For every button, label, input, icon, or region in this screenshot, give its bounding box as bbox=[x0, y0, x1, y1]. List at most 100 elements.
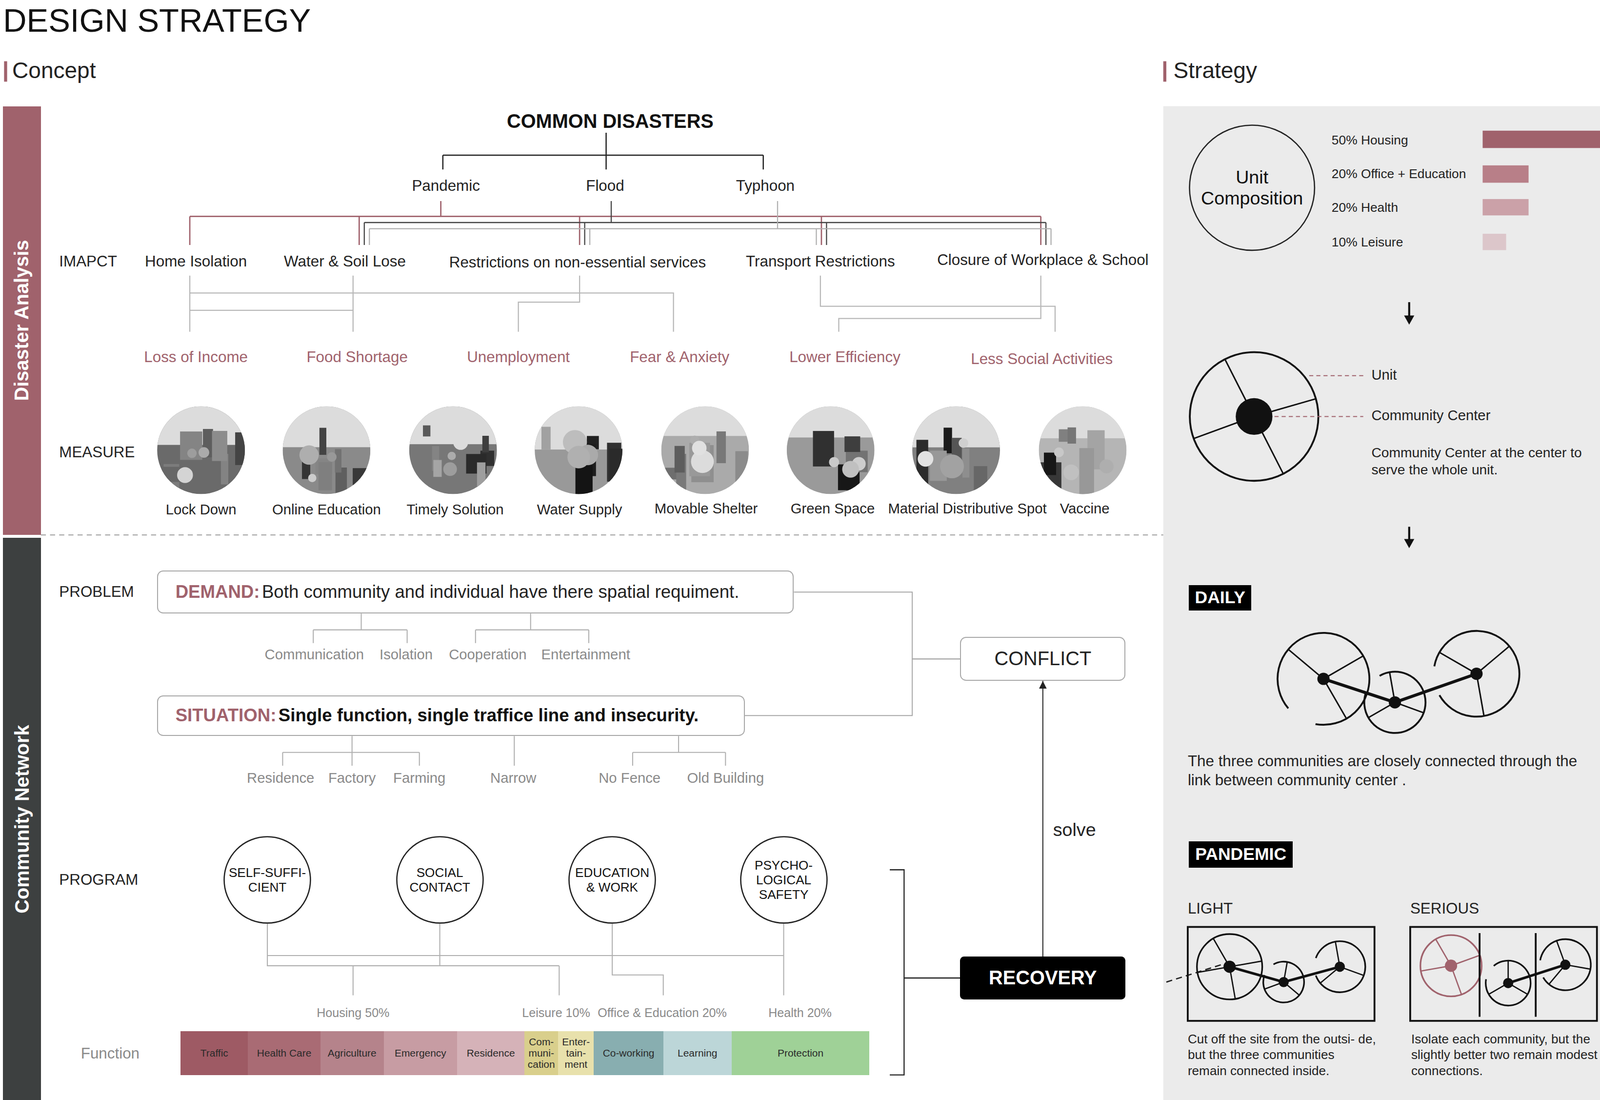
label-slot: Material Distributive Spot bbox=[887, 500, 1047, 517]
leader-line bbox=[1408, 301, 1411, 317]
label-slot: Flood bbox=[585, 177, 624, 195]
label-slot: PROBLEM bbox=[59, 582, 134, 601]
label-slot: DESIGN STRATEGY bbox=[2, 2, 311, 39]
function-segment: Residence bbox=[457, 1030, 525, 1075]
node-text: Unit Composition bbox=[1195, 166, 1310, 210]
node-text: Protection bbox=[777, 1046, 824, 1059]
share-label: Office & Education 20% bbox=[597, 1005, 727, 1020]
measure-caption: Movable Shelter bbox=[654, 500, 758, 517]
label-slot: Isolate each community, but the slightly… bbox=[1411, 1030, 1599, 1079]
label-slot: Isolation bbox=[379, 645, 433, 663]
node-text: RECOVERY bbox=[988, 966, 1098, 989]
label-slot: SERIOUS bbox=[1410, 899, 1480, 918]
program-circle: SOCIAL CONTACT bbox=[396, 835, 484, 924]
impact-label: Closure of Workplace & School bbox=[937, 251, 1149, 269]
label-slot: Water Supply bbox=[537, 500, 623, 518]
node-text: Both community and individual have there… bbox=[261, 581, 740, 602]
demand-item: Entertainment bbox=[541, 645, 631, 663]
row-label: Function bbox=[80, 1044, 140, 1062]
impact-label: Restrictions on non-essential services bbox=[449, 253, 706, 272]
function-segment: Agriculture bbox=[320, 1030, 384, 1075]
demand-item: Cooperation bbox=[448, 645, 527, 663]
tree-root: COMMON DISASTERS bbox=[506, 110, 714, 133]
measure-caption: Green Space bbox=[790, 500, 875, 517]
leader-line bbox=[267, 923, 784, 995]
measure-photo bbox=[409, 406, 498, 495]
share-label: 20% Office + Education bbox=[1331, 165, 1467, 181]
label-slot: Less Social Activities bbox=[970, 350, 1113, 368]
effect-label: Food Shortage bbox=[306, 348, 408, 366]
label-slot: 10% Leisure bbox=[1331, 234, 1403, 250]
arrow-head bbox=[1403, 315, 1415, 325]
note: Cut off the site from the outsi- de, but… bbox=[1187, 1030, 1377, 1079]
function-segment: Protection bbox=[731, 1030, 870, 1075]
function-segment: Emergency bbox=[383, 1030, 458, 1075]
node-text: DAILY bbox=[1195, 587, 1246, 607]
impact-label: Transport Restrictions bbox=[745, 252, 896, 270]
section-band: Disaster Analysis bbox=[2, 106, 41, 536]
community-wheel bbox=[1420, 934, 1482, 997]
node-text: Co-working bbox=[602, 1046, 655, 1059]
label-slot: PROGRAM bbox=[59, 870, 139, 889]
measure-photo bbox=[157, 406, 249, 495]
scenario-frame bbox=[1187, 926, 1375, 1020]
label-slot: Online Education bbox=[272, 500, 381, 518]
scenario-label: LIGHT bbox=[1187, 899, 1233, 918]
demand-item: Isolation bbox=[379, 645, 433, 663]
label-slot: Food Shortage bbox=[306, 348, 408, 366]
node-text: DEMAND: bbox=[175, 581, 260, 602]
label-slot: Communication bbox=[264, 645, 364, 663]
node-text: Community Network bbox=[10, 724, 33, 914]
leader-line bbox=[1166, 963, 1225, 982]
effect-label: Lower Efficiency bbox=[789, 348, 901, 366]
label-slot: IMAPCT bbox=[59, 252, 117, 270]
function-segment: Com- muni- cation bbox=[524, 1030, 559, 1075]
label-slot: 20% Office + Education bbox=[1331, 165, 1467, 181]
label-slot: Office & Education 20% bbox=[597, 1005, 727, 1020]
community-wheel bbox=[1434, 630, 1520, 717]
leader-line bbox=[40, 534, 1164, 536]
row-label: PROGRAM bbox=[59, 870, 139, 889]
connector bbox=[744, 658, 960, 716]
node-text: Enter- tain- ment bbox=[559, 1035, 593, 1070]
label-slot: LIGHT bbox=[1187, 899, 1233, 918]
label-slot: Fear & Anxiety bbox=[629, 348, 730, 366]
program-circle: EDUCATION & WORK bbox=[568, 835, 657, 924]
label-slot: Farming bbox=[393, 769, 446, 786]
label-slot: Restrictions on non-essential services bbox=[449, 253, 706, 272]
leader-line bbox=[282, 735, 726, 766]
label-slot: MEASURE bbox=[59, 443, 135, 461]
label-slot: The three communities are closely connec… bbox=[1187, 751, 1591, 790]
panel-ground bbox=[1163, 106, 1600, 1100]
label-slot: Vaccine bbox=[1060, 500, 1110, 517]
label-slot: solve bbox=[1053, 819, 1097, 840]
label-slot: Transport Restrictions bbox=[745, 252, 896, 270]
measure-photo bbox=[912, 406, 1000, 512]
measure-caption: Timely Solution bbox=[406, 500, 504, 518]
edge-label: solve bbox=[1053, 819, 1097, 840]
label-slot: Concept bbox=[12, 57, 96, 84]
leader-line bbox=[1274, 375, 1364, 417]
label-slot: Housing 50% bbox=[316, 1005, 390, 1020]
measure-photo bbox=[534, 406, 632, 495]
callout-label: Community Center bbox=[1371, 407, 1491, 424]
connector bbox=[793, 591, 960, 659]
disaster-type: Typhoon bbox=[736, 177, 795, 195]
situation-item: Residence bbox=[246, 769, 315, 786]
label-slot: Water & Soil Lose bbox=[283, 252, 406, 270]
label-slot: Cut off the site from the outsi- de, but… bbox=[1187, 1030, 1377, 1079]
label-slot: Home Isolation bbox=[144, 252, 247, 270]
leader-line bbox=[889, 869, 960, 1075]
measure-photo bbox=[282, 406, 374, 514]
share-bar bbox=[1482, 199, 1529, 216]
node-text: SELF-SUFFI- CIENT bbox=[226, 864, 308, 895]
scenario-label: SERIOUS bbox=[1410, 899, 1480, 918]
label-slot: Timely Solution bbox=[406, 500, 504, 518]
leader-line bbox=[1323, 673, 1477, 703]
node-text: CONFLICT bbox=[994, 647, 1092, 670]
label-slot: Community Center at the center to serve … bbox=[1371, 443, 1594, 479]
